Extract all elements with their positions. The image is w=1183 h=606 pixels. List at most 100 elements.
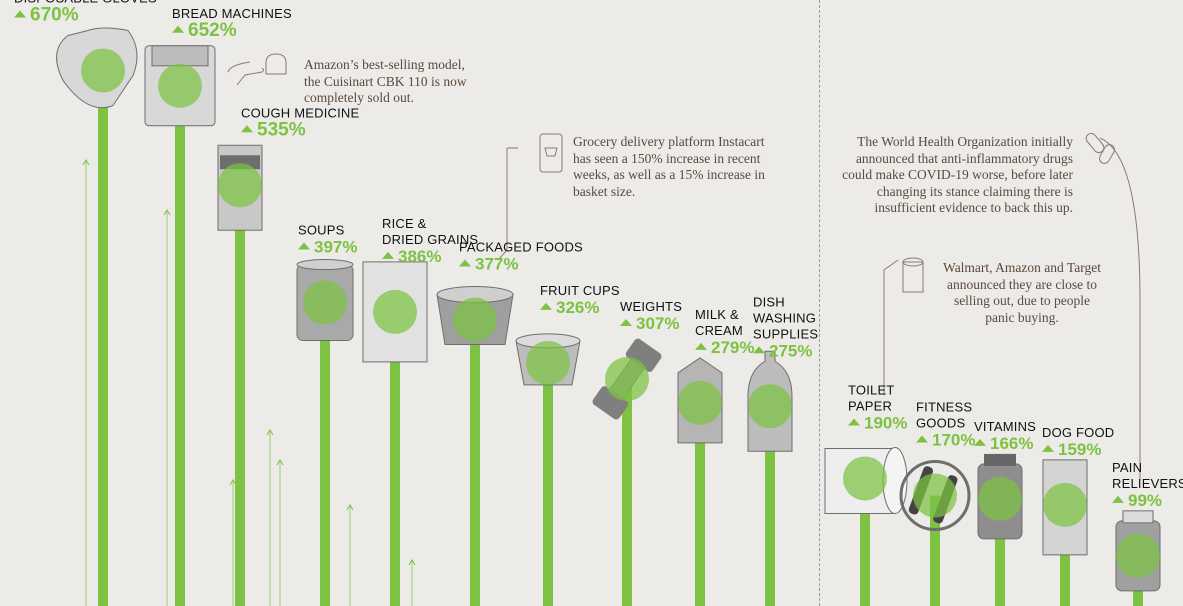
- note-walmart: Walmart, Amazon and Target announced the…: [922, 260, 1122, 326]
- note-line: the Cuisinart CBK 110 is now: [304, 73, 467, 89]
- note-connectors: [227, 53, 1141, 480]
- cart-shape: [544, 147, 558, 157]
- value-label: 326%: [556, 298, 599, 317]
- bar-marker: [526, 340, 570, 385]
- bar-marker: [218, 163, 262, 208]
- bar-marker: [748, 384, 792, 429]
- category-label: DRIED GRAINS: [382, 232, 478, 247]
- bar: [930, 495, 940, 606]
- category-label: TOILET: [848, 383, 894, 398]
- category-label: FRUIT CUPS: [540, 283, 620, 298]
- up-triangle-icon: [14, 10, 26, 18]
- bar: [98, 70, 108, 606]
- roll-top: [902, 257, 924, 267]
- bar-marker: [303, 280, 347, 325]
- bar-marker: [678, 380, 722, 425]
- value-label: 166%: [990, 434, 1033, 453]
- note-line: completely sold out.: [304, 90, 414, 105]
- category-label: SUPPLIES: [753, 326, 818, 341]
- bar-marker: [605, 357, 649, 402]
- connector-walmart: [883, 259, 899, 395]
- category-label: VITAMINS: [974, 419, 1036, 434]
- category-label: MILK &: [695, 307, 739, 322]
- category-label: BREAD MACHINES: [172, 6, 292, 21]
- up-triangle-icon: [916, 435, 928, 443]
- category-label: CREAM: [695, 323, 743, 338]
- category-label: DOG FOOD: [1042, 425, 1114, 440]
- up-triangle-icon: [172, 25, 184, 33]
- note-line: announced that anti-inflammatory drugs: [855, 150, 1073, 166]
- bar: [390, 311, 400, 606]
- value-label: 670%: [30, 5, 79, 26]
- value-label: 159%: [1058, 440, 1101, 459]
- dumbbell-weight: [625, 338, 662, 372]
- bar-marker: [1116, 533, 1160, 578]
- toilet-roll-icon: [902, 257, 924, 293]
- up-triangle-icon: [848, 418, 860, 426]
- value-label: 652%: [188, 20, 237, 41]
- soup-can-top: [296, 259, 354, 271]
- note-line: basket size.: [573, 183, 636, 199]
- note-line: panic buying.: [985, 309, 1059, 325]
- category-label: SOUPS: [298, 223, 345, 238]
- category-label: GOODS: [916, 416, 966, 431]
- bar-marker: [373, 289, 417, 334]
- up-triangle-icon: [382, 251, 394, 259]
- up-triangle-icon: [620, 319, 632, 327]
- connector-bread-arc: [227, 61, 251, 73]
- bar: [470, 319, 480, 606]
- bar: [235, 185, 245, 606]
- background-arrow-head: [346, 504, 354, 511]
- note-instacart: Grocery delivery platform Instacart has …: [573, 134, 813, 200]
- note-line: Grocery delivery platform Instacart: [573, 134, 765, 149]
- bar: [765, 406, 775, 606]
- up-triangle-icon: [241, 125, 253, 133]
- category-label: DISPOSABLE GLOVES: [14, 0, 157, 6]
- value-label: 307%: [636, 314, 679, 333]
- note-who: The World Health Organization initially …: [800, 134, 1073, 217]
- section-divider: [819, 0, 820, 606]
- value-label: 275%: [769, 341, 812, 360]
- background-arrow-head: [82, 159, 90, 166]
- note-line: has seen a 150% increase in recent: [573, 150, 761, 166]
- bar: [543, 362, 553, 606]
- up-triangle-icon: [1042, 444, 1054, 452]
- up-triangle-icon: [695, 342, 707, 350]
- bar-marker: [453, 297, 497, 342]
- note-line: selling out, due to people: [953, 293, 1091, 308]
- bar: [320, 302, 330, 606]
- background-arrow-head: [408, 559, 416, 566]
- note-line: insufficient evidence to back this up.: [874, 200, 1073, 215]
- bar: [175, 85, 185, 606]
- phone-cart-icon: [539, 133, 563, 173]
- category-label: RELIEVERS: [1112, 476, 1183, 491]
- note-line: The World Health Organization initially: [857, 134, 1073, 149]
- note-bread-machine: Amazon’s best-selling model, the Cuisina…: [304, 57, 504, 107]
- pill: [1085, 132, 1105, 154]
- pain-reliever-cap: [1122, 510, 1154, 524]
- value-label: 386%: [398, 247, 441, 266]
- bar-marker: [843, 456, 887, 501]
- vitamin-bottle-cap: [984, 453, 1016, 466]
- category-label: WEIGHTS: [620, 299, 682, 314]
- note-line: changing its stance claiming there is: [876, 183, 1073, 199]
- bar: [860, 478, 870, 606]
- bar: [995, 498, 1005, 606]
- bar-marker: [1043, 482, 1087, 527]
- phone-shape: [539, 133, 563, 173]
- dumbbell-weight: [592, 386, 629, 420]
- value-label: 397%: [314, 238, 357, 257]
- up-triangle-icon: [298, 242, 310, 250]
- category-label: DISH: [753, 294, 785, 309]
- bar-marker: [158, 63, 202, 108]
- bar: [1060, 504, 1070, 606]
- jump-rope-loop: [899, 460, 971, 531]
- category-label: FITNESS: [916, 400, 972, 415]
